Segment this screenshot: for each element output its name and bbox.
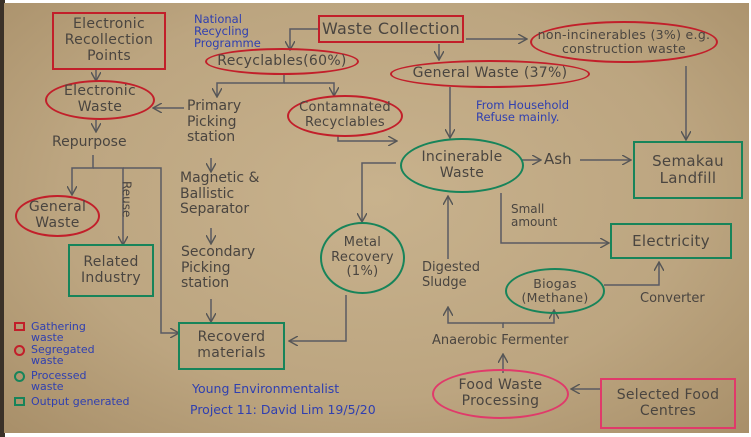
legend-label: Processed waste: [31, 369, 87, 393]
credit-line-2: Project 11: David Lim 19/5/20: [190, 402, 376, 417]
arrow-incin-electricity: [500, 193, 608, 243]
node-food-waste-processing: Food Waste Processing: [432, 369, 569, 419]
node-related-industry: Related Industry: [68, 244, 154, 297]
node-label: Contamnated Recyclables: [299, 100, 391, 130]
legend-item-output: Output generated: [14, 396, 130, 407]
node-biogas: Biogas (Methane): [505, 268, 605, 314]
arrow-metal-recovered: [290, 295, 347, 341]
arrow-collection-recyclables: [290, 28, 318, 49]
step-primary-picking-station: Primary Picking station: [187, 98, 242, 146]
node-waste-collection: Waste Collection: [318, 15, 464, 43]
arrow-contam-incin: [337, 135, 396, 141]
legend-label: Segregated waste: [31, 343, 95, 367]
node-label: Selected Food Centres: [616, 386, 720, 419]
node-label: General Waste: [28, 199, 87, 231]
node-label: General Waste (37%): [412, 65, 568, 82]
node-label: Electricity: [632, 231, 710, 250]
step-repurpose: Repurpose: [52, 134, 127, 150]
label-small-amount: Small amount: [511, 202, 558, 230]
photo-edge: [0, 0, 5, 437]
step-magnetic-ballistic-separator: Magnetic & Ballistic Separator: [180, 170, 260, 218]
node-label: Electronic Recollection Points: [64, 16, 154, 64]
node-general-waste: General Waste: [15, 195, 100, 237]
note-household-refuse: From Household Refuse mainly.: [476, 98, 570, 125]
node-label: Food Waste Processing: [458, 377, 543, 409]
node-label: Related Industry: [81, 253, 141, 286]
red-square-icon: [14, 322, 25, 331]
step-ash: Ash: [544, 150, 572, 168]
step-converter: Converter: [640, 291, 705, 306]
step-digested-sludge: Digested Sludge: [422, 260, 480, 290]
green-circle-icon: [14, 371, 25, 382]
node-label: Metal Recovery (1%): [331, 235, 394, 280]
node-label: Biogas (Methane): [521, 276, 589, 305]
node-metal-recovery: Metal Recovery (1%): [320, 222, 405, 294]
legend-label: Gathering waste: [31, 320, 86, 344]
node-label: Electronic Waste: [63, 83, 136, 115]
node-general-waste-37: General Waste (37%): [390, 60, 590, 88]
node-label: Recoverd materials: [197, 329, 266, 361]
node-incinerable-waste: Incinerable Waste: [400, 138, 524, 193]
node-electronic-waste: Electronic Waste: [45, 80, 155, 120]
credit-line-1: Young Environmentalist: [192, 381, 340, 396]
node-label: Incinerable Waste: [421, 148, 503, 181]
red-circle-icon: [14, 345, 25, 356]
arrow-biogas-converter-electricity: [604, 263, 659, 286]
arrow-repurpose-general: [72, 155, 94, 194]
node-label: non-incinerables (3%) e.g. construction …: [537, 27, 711, 56]
diagram-paper: Electronic Recollection Points National …: [4, 3, 749, 433]
node-non-incinerables: non-incinerables (3%) e.g. construction …: [530, 21, 718, 63]
node-label: Waste Collection: [321, 19, 461, 39]
node-electronic-recollection-points: Electronic Recollection Points: [52, 12, 166, 70]
node-contaminated-recyclables: Contamnated Recyclables: [287, 95, 403, 137]
node-recyclables: Recyclables(60%): [205, 48, 359, 75]
green-square-icon: [14, 397, 25, 406]
step-secondary-picking-station: Secondary Picking station: [181, 244, 256, 292]
node-semakau-landfill: Semakau Landfill: [633, 141, 743, 199]
arrow-repurpose-recovered: [123, 167, 178, 333]
arrow-incin-metal: [362, 162, 396, 221]
connector-layer: [4, 28, 749, 433]
arrow-recyc-contam: [284, 82, 334, 95]
arrow-anaerobic-sludge: [448, 308, 504, 328]
arrow-anaerobic-biogas: [503, 311, 554, 324]
node-recovered-materials: Recoverd materials: [178, 322, 285, 370]
legend-item-processed: Processed waste: [14, 370, 101, 392]
node-label: Recyclables(60%): [217, 52, 347, 69]
note-national-recycling-programme: National Recycling Programme: [194, 12, 261, 51]
legend-label: Output generated: [31, 395, 130, 408]
node-label: Semakau Landfill: [652, 152, 724, 187]
arrow-recyc-primary: [217, 75, 285, 96]
node-selected-food-centres: Selected Food Centres: [600, 378, 736, 429]
node-electricity: Electricity: [610, 223, 732, 259]
step-anaerobic-fermenter: Anaerobic Fermenter: [432, 333, 569, 348]
legend-item-gathering: Gathering waste: [14, 321, 101, 343]
label-reuse: Reuse: [119, 181, 134, 218]
legend-item-segregated: Segregated waste: [14, 344, 101, 366]
